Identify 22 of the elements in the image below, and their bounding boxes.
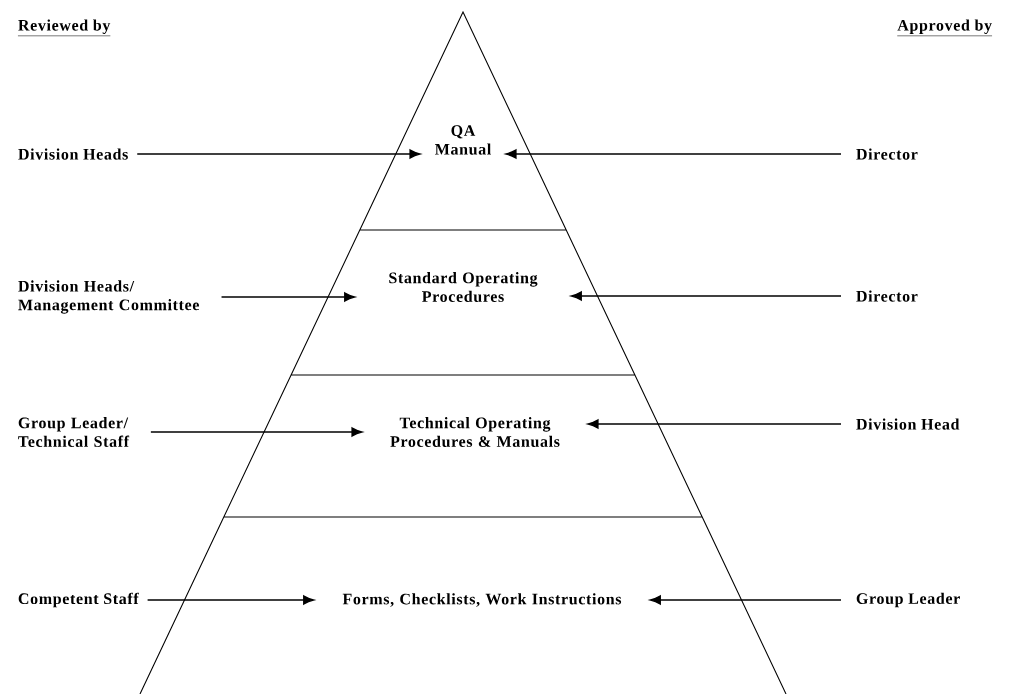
level-label: QA Manual — [435, 125, 491, 155]
role-label: Group Leader — [856, 592, 960, 608]
arrow — [505, 149, 842, 159]
arrow — [649, 595, 842, 605]
arrow — [146, 595, 315, 605]
role-label: Division Heads — [18, 148, 128, 160]
level-label: Forms, Checklists, Work Instructions — [342, 593, 622, 607]
level-label: Standard Operating Procedures — [389, 272, 538, 302]
role-label: Director — [856, 148, 918, 160]
level-label: Technical Operating Procedures & Manuals — [390, 417, 560, 447]
arrow — [136, 149, 421, 159]
arrow — [587, 419, 842, 429]
role-label: Competent Staff — [18, 592, 139, 608]
arrow — [220, 292, 356, 302]
column-heading: Reviewed by — [17, 19, 111, 37]
role-label: Division Heads/ Management Committee — [18, 280, 199, 314]
role-label: Director — [856, 290, 918, 302]
role-label: Division Head — [856, 418, 960, 430]
arrow — [150, 427, 363, 437]
column-heading: Approved by — [897, 19, 993, 37]
role-label: Group Leader/ Technical Staff — [18, 417, 130, 447]
arrow — [570, 291, 842, 301]
